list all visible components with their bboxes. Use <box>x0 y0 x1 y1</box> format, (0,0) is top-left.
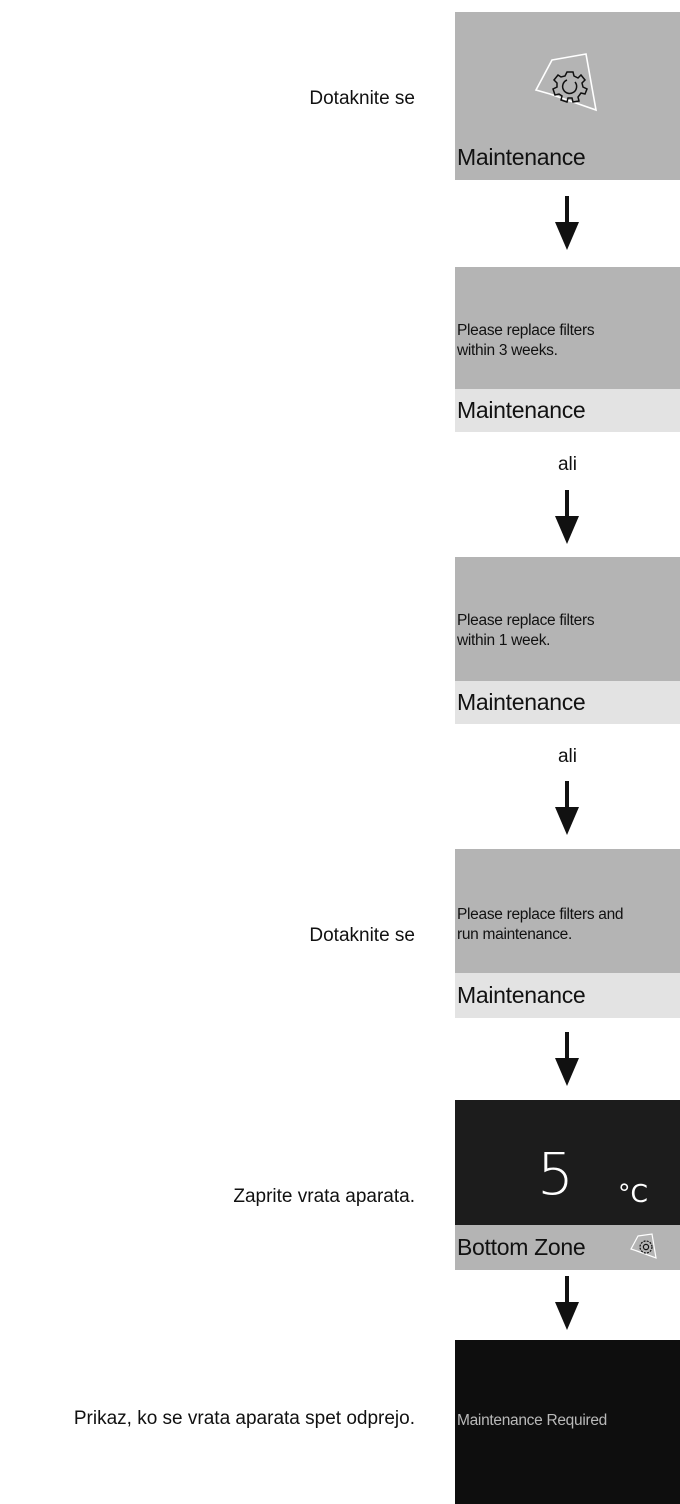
filter-notice-replace-now: Please replace filters and run maintenan… <box>455 849 680 973</box>
down-arrow-icon <box>555 196 579 250</box>
temperature-value: 5 <box>537 1140 574 1208</box>
instruction-close-door: Zaprite vrata aparata. <box>233 1186 415 1207</box>
filter-message-line1: Please replace filters and <box>457 906 624 923</box>
maintenance-button-screen[interactable]: Maintenance <box>455 12 680 180</box>
down-arrow-icon <box>555 490 579 544</box>
zone-title: Bottom Zone <box>457 1234 586 1260</box>
down-arrow-icon <box>555 1032 579 1086</box>
temperature-screen: 5 °C <box>455 1100 680 1225</box>
down-arrow-icon <box>555 781 579 835</box>
maintenance-bar[interactable]: Maintenance <box>455 973 680 1018</box>
maintenance-bar[interactable]: Maintenance <box>455 681 680 724</box>
filter-message-line1: Please replace filters <box>457 322 595 339</box>
maintenance-required-screen: Maintenance Required <box>455 1340 680 1504</box>
filter-notice-3-weeks: Please replace filters within 3 weeks. <box>455 267 680 389</box>
maintenance-required-text: Maintenance Required <box>457 1412 607 1429</box>
maintenance-gear-icon <box>630 1233 657 1259</box>
instruction-touch: Dotaknite se <box>309 88 415 109</box>
temperature-unit: °C <box>618 1179 648 1208</box>
down-arrow-icon <box>555 1276 579 1330</box>
maintenance-title: Maintenance <box>457 689 586 715</box>
filter-message-line2: run maintenance. <box>457 926 572 943</box>
maintenance-bar[interactable]: Maintenance <box>455 389 680 432</box>
bottom-zone-bar[interactable]: Bottom Zone <box>455 1225 680 1270</box>
maintenance-gear-icon <box>534 53 598 112</box>
or-label: ali <box>557 454 577 475</box>
filter-message-line2: within 3 weeks. <box>457 342 558 359</box>
maintenance-title: Maintenance <box>457 982 586 1008</box>
filter-message-line1: Please replace filters <box>457 612 595 629</box>
maintenance-title: Maintenance <box>457 397 586 423</box>
filter-notice-1-week: Please replace filters within 1 week. <box>455 557 680 681</box>
filter-message-line2: within 1 week. <box>457 632 551 649</box>
instruction-touch: Dotaknite se <box>309 925 415 946</box>
or-label: ali <box>557 746 577 767</box>
maintenance-title: Maintenance <box>457 144 586 170</box>
instruction-door-opened: Prikaz, ko se vrata aparata spet odprejo… <box>73 1408 415 1429</box>
